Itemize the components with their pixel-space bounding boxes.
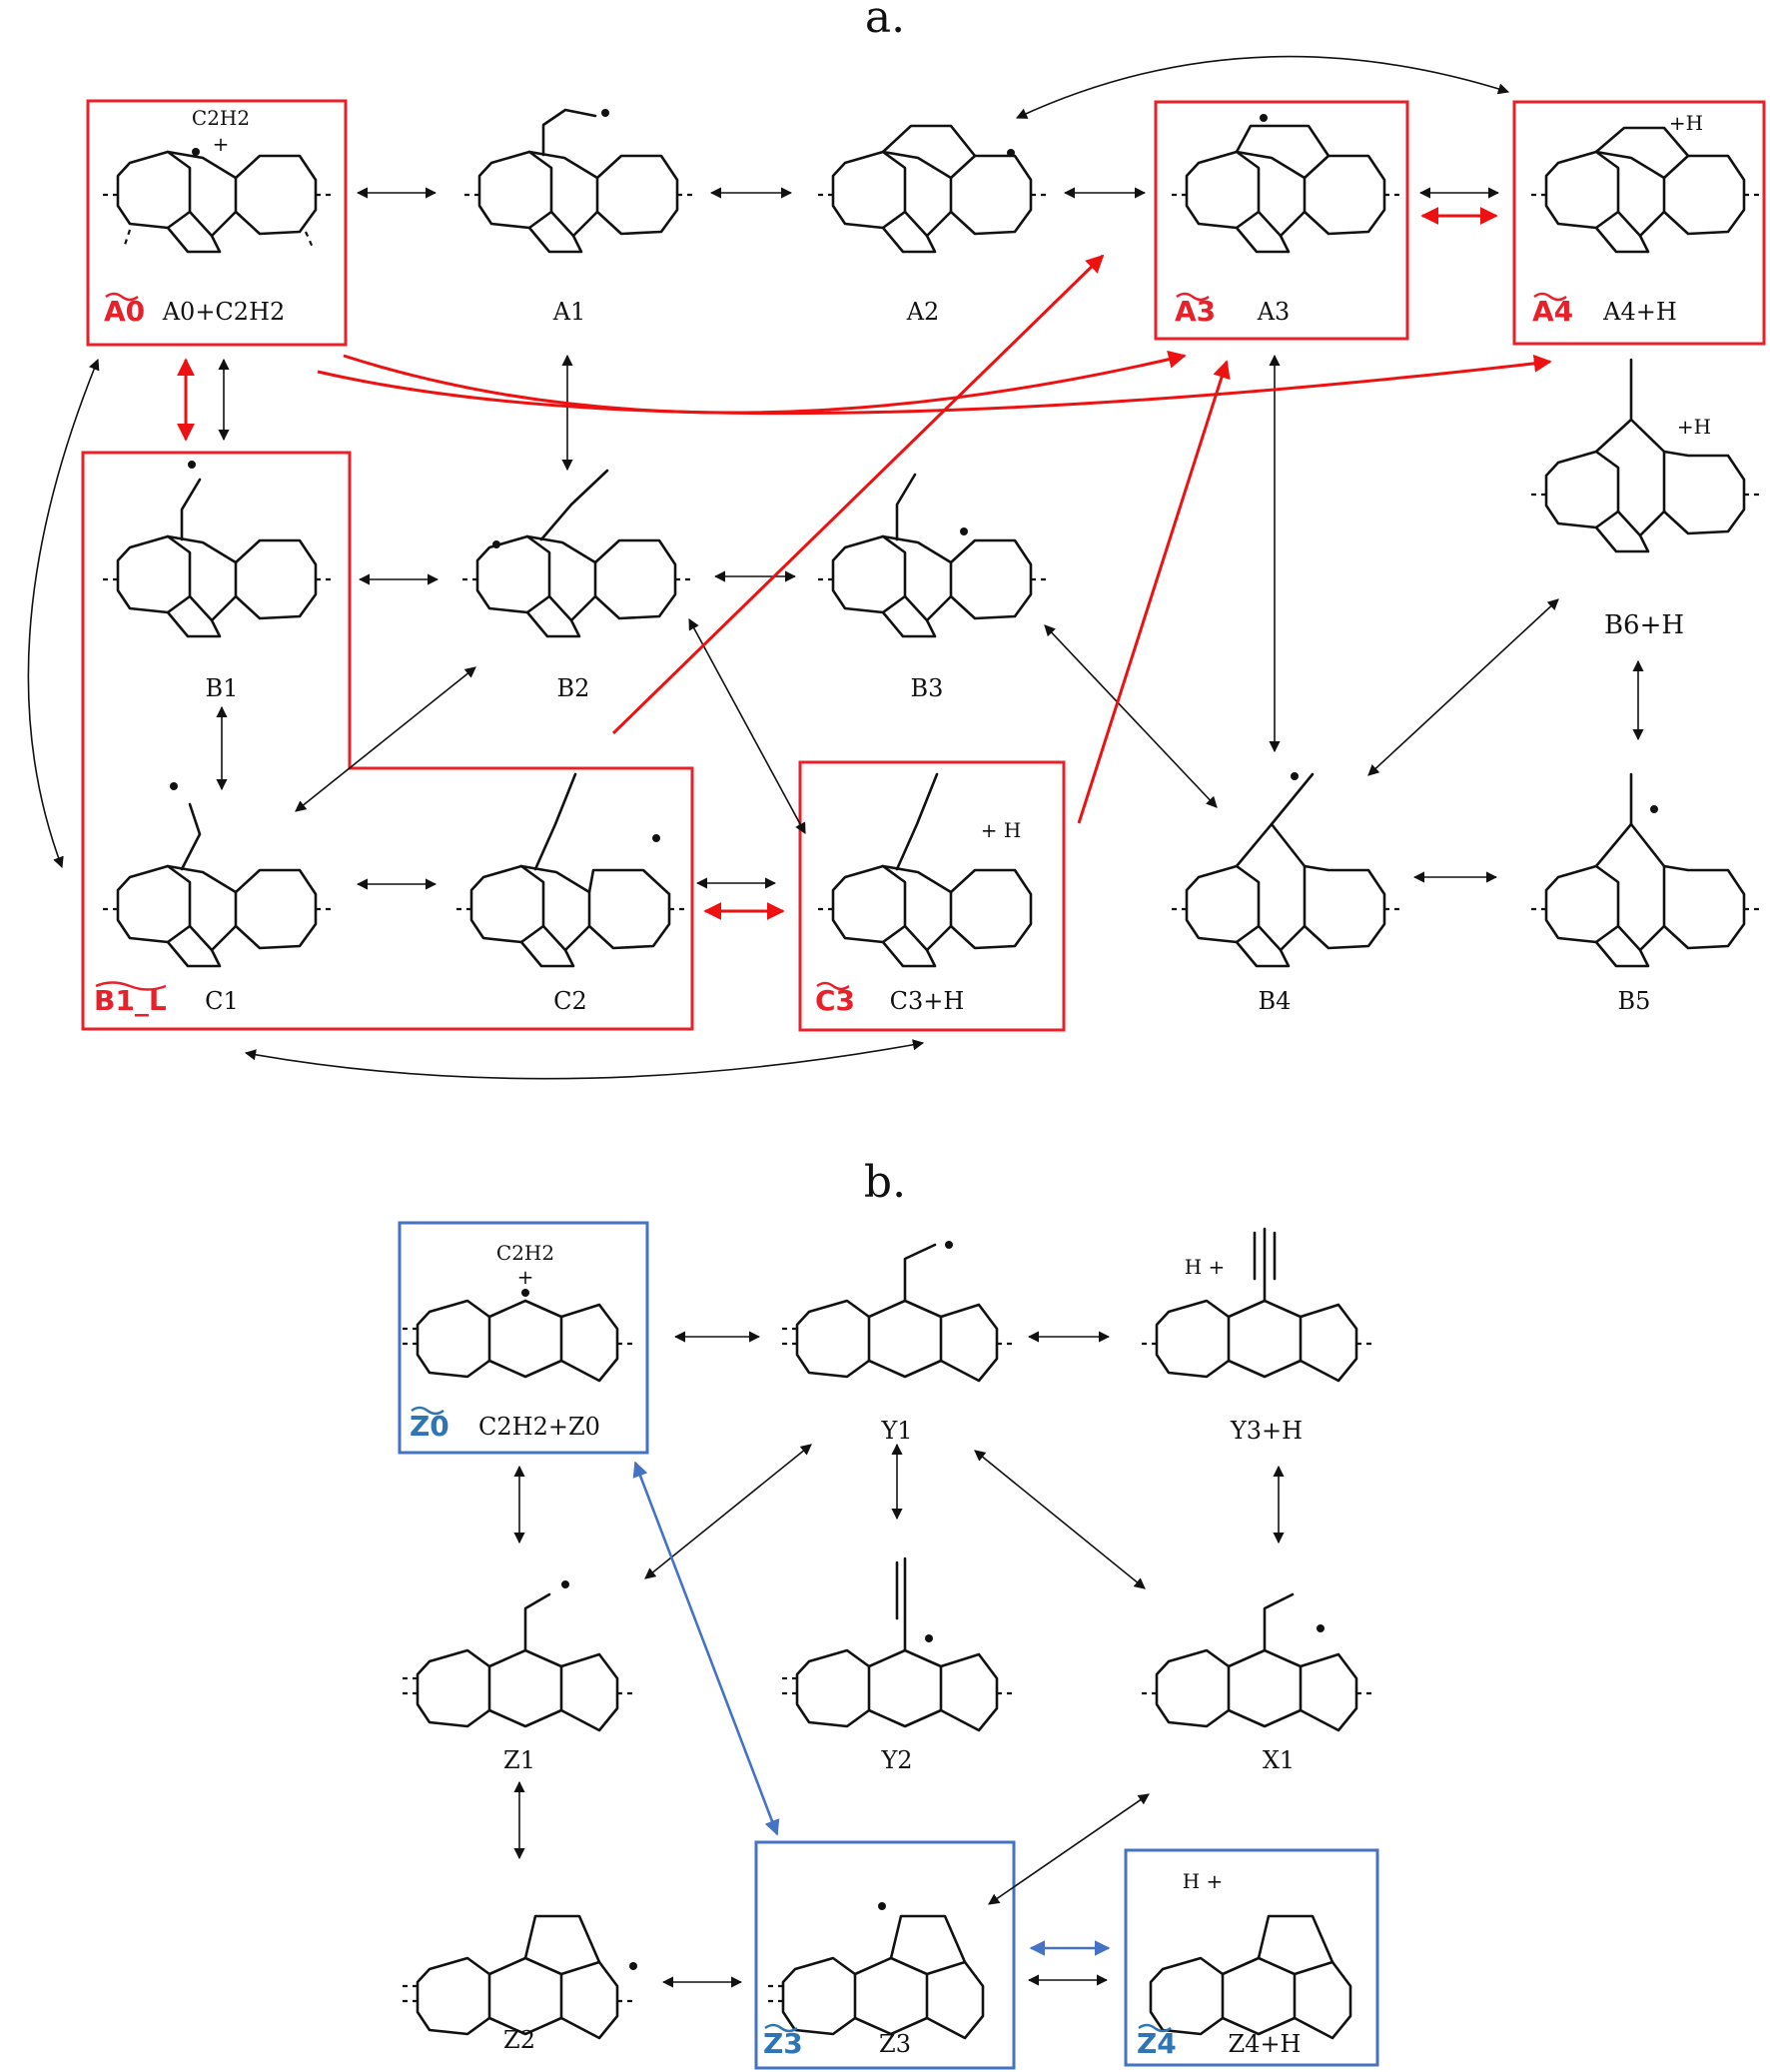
a3-tag: A3 [1175, 295, 1216, 328]
arrows-panel-a [27, 55, 1644, 1080]
c2-label: C2 [553, 987, 587, 1015]
box-z3 [754, 1840, 1016, 2070]
z2-label: Z2 [503, 2026, 535, 2054]
box-c3 [798, 760, 1066, 1032]
molecule-b1 [100, 461, 336, 638]
a4-label: A4+H [1602, 298, 1677, 326]
a0-plus: + [213, 132, 230, 156]
z4-extra: H + [1183, 1869, 1224, 1893]
a0-tag: A0 [104, 295, 145, 328]
a1-label: A1 [552, 298, 586, 326]
b2-label: B2 [557, 674, 590, 702]
z0-plus: + [517, 1265, 534, 1289]
c3-label: C3+H [890, 987, 965, 1015]
arrows-panel-b [513, 1331, 1285, 1988]
c3-tag: C3 [815, 984, 855, 1017]
molecule-b2 [459, 469, 695, 638]
box-b1-l [81, 451, 694, 1031]
molecule-z4 [1149, 1914, 1352, 2040]
y2-label: Y2 [880, 1746, 912, 1774]
b1-label: B1 [206, 674, 239, 702]
b4-label: B4 [1259, 987, 1292, 1015]
box-a4 [1512, 100, 1766, 346]
b6-label: B6+H [1604, 610, 1684, 640]
molecule-y3 [1139, 1227, 1374, 1383]
z0-label: C2H2+Z0 [478, 1413, 600, 1441]
z4-tag: Z4 [1137, 2027, 1177, 2060]
molecule-y2 [779, 1556, 1015, 1732]
molecule-a0 [100, 148, 336, 254]
molecule-a2 [815, 124, 1051, 254]
box-z0 [398, 1221, 649, 1455]
z4-label: Z4+H [1229, 2030, 1302, 2058]
molecule-x1 [1139, 1592, 1374, 1732]
c3-extra: + H [981, 818, 1022, 842]
molecule-c2 [453, 772, 689, 968]
z3-tag: Z3 [763, 2027, 803, 2060]
x1-label: X1 [1263, 1746, 1295, 1774]
panel-b-title: b. [864, 1157, 906, 1208]
b3-label: B3 [911, 674, 944, 702]
a4-extra: +H [1669, 111, 1703, 135]
a4-tag: A4 [1532, 295, 1573, 328]
molecule-y1 [779, 1241, 1015, 1383]
c1-label: C1 [205, 987, 239, 1015]
y1-label: Y1 [880, 1417, 912, 1445]
molecule-a1 [461, 108, 697, 254]
panel-a-title: a. [865, 0, 905, 43]
molecule-z3 [765, 1902, 985, 2040]
y3-label: Y3+H [1230, 1417, 1303, 1445]
b5-label: B5 [1618, 987, 1651, 1015]
molecule-a4 [1528, 126, 1764, 254]
red-pathway-arrows [177, 207, 1552, 920]
box-z4 [1124, 1848, 1379, 2067]
molecule-z0 [400, 1289, 635, 1383]
a2-label: A2 [906, 298, 940, 326]
blue-pathway-arrows [632, 1461, 1111, 1956]
molecule-c1 [100, 782, 336, 968]
z1-label: Z1 [503, 1746, 535, 1774]
box-a0 [86, 99, 348, 347]
a3-label: A3 [1257, 298, 1291, 326]
z3-label: Z3 [879, 2030, 911, 2058]
a0-label: A0+C2H2 [162, 298, 286, 326]
molecule-z2 [400, 1914, 637, 2040]
z0-reagent: C2H2 [496, 1241, 554, 1265]
molecule-z1 [400, 1580, 635, 1732]
z0-tag: Z0 [410, 1410, 449, 1443]
molecule-b6 [1528, 358, 1764, 553]
molecule-b3 [815, 473, 1051, 638]
y3-extra: H + [1185, 1255, 1226, 1279]
molecule-c3 [815, 772, 1033, 968]
molecule-a3 [1169, 114, 1404, 254]
molecule-b4 [1169, 772, 1404, 968]
a0-reagent: C2H2 [192, 106, 250, 130]
molecule-b5 [1528, 772, 1764, 968]
b6-extra: +H [1677, 415, 1711, 439]
